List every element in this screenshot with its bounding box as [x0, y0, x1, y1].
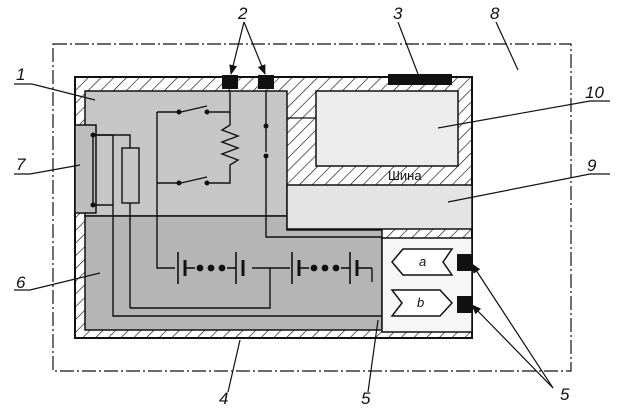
leader-lines [14, 21, 610, 393]
label-3: 3 [393, 4, 403, 23]
label-4: 4 [219, 389, 228, 408]
block-7 [74, 124, 97, 214]
connector-2-left [222, 75, 238, 89]
label-5-bottom: 5 [361, 389, 371, 408]
port-a-label: a [419, 254, 426, 269]
battery-cells [177, 252, 372, 284]
display-module-10 [315, 90, 459, 167]
outer-boundary [52, 43, 572, 372]
label-1: 1 [16, 65, 25, 84]
circuit-wiring [92, 90, 382, 317]
bus-label: Шина [388, 168, 422, 183]
port-a-shape [391, 248, 454, 276]
label-5-right: 5 [560, 385, 570, 404]
contact-dots [90, 109, 269, 208]
label-10: 10 [585, 83, 604, 102]
port-b-label: b [417, 295, 424, 310]
connector-5-top [457, 254, 472, 271]
label-9: 9 [587, 156, 597, 175]
label-8: 8 [490, 4, 500, 23]
label-7: 7 [16, 155, 26, 174]
connector-3 [388, 74, 452, 85]
module-1 [84, 90, 288, 217]
port-b-shape [390, 289, 454, 317]
label-6: 6 [16, 273, 26, 292]
connector-5-bottom [457, 296, 472, 313]
label-2: 2 [237, 4, 248, 23]
connector-2-right [258, 75, 274, 89]
bus-9 [286, 184, 473, 230]
callouts: 1 2 3 8 10 7 9 6 4 5 5 [16, 4, 604, 408]
